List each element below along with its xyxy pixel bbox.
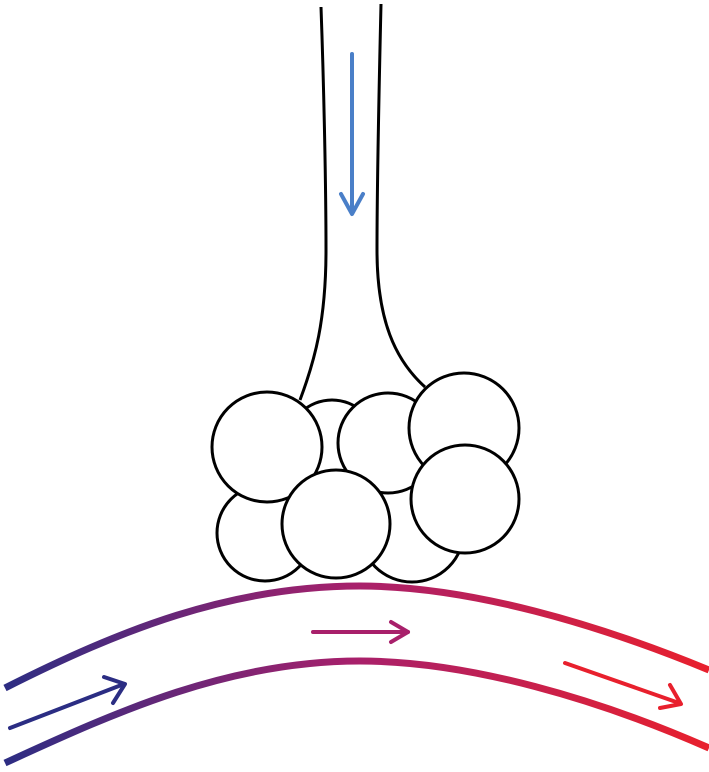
bronchiole [300, 4, 425, 400]
capillary-top-wall [5, 586, 709, 688]
arrow-down-icon [341, 54, 363, 214]
arrow-right-icon [313, 622, 408, 642]
alveolus [282, 470, 390, 578]
bronchiole-left-wall [300, 7, 326, 400]
alveoli-cluster [212, 373, 519, 582]
alveolus [411, 445, 519, 553]
bronchiole-right-wall [377, 4, 425, 387]
